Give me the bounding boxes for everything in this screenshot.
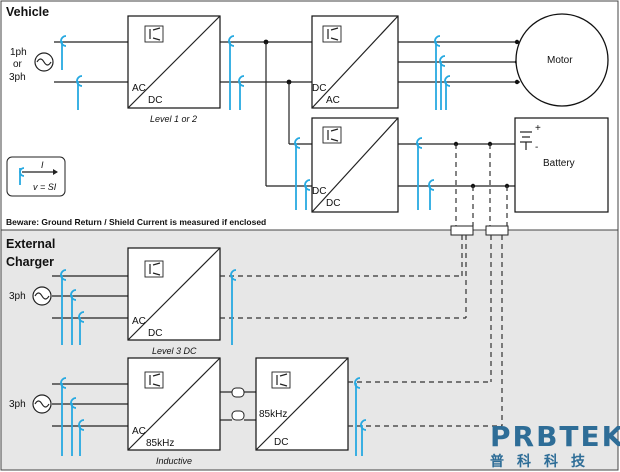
current-probe-icon bbox=[70, 289, 77, 345]
current-probe-icon bbox=[238, 75, 245, 110]
vehicle-source-label-1: 1ph bbox=[10, 47, 27, 58]
battery-label: Battery bbox=[543, 158, 575, 169]
igbt-icon bbox=[322, 126, 342, 144]
current-probe-icon bbox=[60, 269, 67, 345]
warning-note: Beware: Ground Return / Shield Current i… bbox=[6, 217, 266, 227]
vehicle-source-label-2: or bbox=[13, 59, 23, 70]
coupling-coil-icon bbox=[220, 387, 256, 421]
inductive-source-label: 3ph bbox=[9, 399, 26, 410]
current-probe-icon bbox=[354, 377, 361, 456]
level3-out-label: DC bbox=[148, 328, 162, 339]
external-title-line1: External bbox=[6, 237, 55, 251]
battery-icon bbox=[520, 131, 532, 150]
current-probe-icon bbox=[434, 35, 441, 110]
current-probe-icon bbox=[230, 269, 237, 345]
current-probe-icon bbox=[78, 311, 85, 345]
battery-minus: - bbox=[535, 142, 538, 153]
level3-in-label: AC bbox=[132, 316, 146, 327]
current-probes bbox=[60, 35, 451, 456]
vehicle-title: Vehicle bbox=[6, 5, 49, 19]
level3-converter bbox=[127, 247, 221, 341]
inductive-tx-converter bbox=[127, 357, 221, 451]
current-probe-icon bbox=[70, 397, 77, 456]
level12-in-label: AC bbox=[132, 83, 146, 94]
legend-current: I bbox=[41, 160, 44, 170]
inductive-ac-source-icon bbox=[32, 394, 52, 414]
vehicle-ac-source-icon bbox=[34, 52, 54, 72]
charge-connector bbox=[485, 225, 509, 236]
current-probe-icon bbox=[444, 75, 451, 110]
current-probe-icon bbox=[416, 137, 423, 210]
brand-logo: PRBTEK bbox=[490, 420, 620, 453]
current-probe-icon bbox=[428, 179, 435, 210]
motor-inverter bbox=[311, 15, 399, 109]
brand-chinese: 普科科技 bbox=[490, 453, 598, 470]
battery bbox=[514, 117, 609, 213]
igbt-icon bbox=[322, 25, 342, 43]
current-probe-icon bbox=[294, 137, 301, 210]
vehicle-source-label-3: 3ph bbox=[9, 72, 26, 83]
level12-caption: Level 1 or 2 bbox=[150, 114, 197, 124]
igbt-icon bbox=[144, 260, 164, 278]
motor-inv-out-label: AC bbox=[326, 95, 340, 106]
dcdc-in-label: DC bbox=[312, 186, 326, 197]
igbt-icon bbox=[144, 25, 164, 43]
current-probe-icon bbox=[439, 55, 446, 110]
ind-tx-in-label: AC bbox=[132, 426, 146, 437]
current-probe-icon bbox=[76, 75, 83, 110]
current-probe-icon bbox=[78, 419, 85, 456]
level3-source-label: 3ph bbox=[9, 291, 26, 302]
current-probe-icon bbox=[228, 35, 235, 110]
current-probe-icon bbox=[304, 179, 311, 210]
legend-formula: v = SI bbox=[33, 182, 57, 192]
motor bbox=[515, 13, 609, 107]
dcdc-converter bbox=[311, 117, 399, 213]
current-probe-legend bbox=[6, 156, 66, 197]
motor-label: Motor bbox=[547, 55, 573, 66]
igbt-icon bbox=[271, 371, 291, 389]
charge-connector bbox=[450, 225, 474, 236]
motor-inv-in-label: DC bbox=[312, 83, 326, 94]
dcdc-out-label: DC bbox=[326, 198, 340, 209]
external-title-line2: Charger bbox=[6, 255, 54, 269]
ind-rx-in-label: 85kHz bbox=[259, 409, 287, 420]
level12-converter bbox=[127, 15, 221, 109]
level3-caption: Level 3 DC bbox=[152, 346, 197, 356]
ind-tx-out-label: 85kHz bbox=[146, 438, 174, 449]
igbt-icon bbox=[144, 371, 164, 389]
current-probe-icon bbox=[60, 377, 67, 456]
ind-tx-caption: Inductive bbox=[156, 456, 192, 466]
current-probe-icon bbox=[360, 419, 367, 456]
motor-terminal bbox=[514, 79, 520, 85]
level3-ac-source-icon bbox=[32, 286, 52, 306]
inductive-rx-converter bbox=[255, 357, 349, 451]
motor-terminal bbox=[514, 39, 520, 45]
current-probe-icon bbox=[60, 35, 67, 70]
ind-rx-out-label: DC bbox=[274, 437, 288, 448]
level12-out-label: DC bbox=[148, 95, 162, 106]
battery-plus: + bbox=[535, 123, 541, 134]
